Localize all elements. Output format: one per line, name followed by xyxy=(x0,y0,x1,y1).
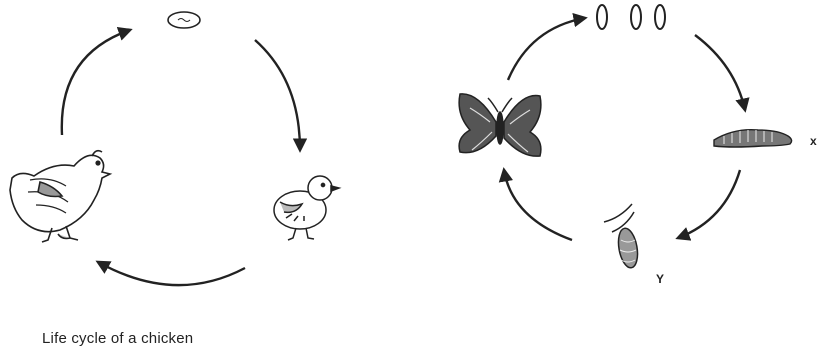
butterfly-cycle xyxy=(504,18,745,240)
caption-chicken-life-cycle: Life cycle of a chicken xyxy=(42,330,193,347)
label-y: Y xyxy=(656,272,664,286)
egg-icon xyxy=(168,12,200,28)
arrow-egg-to-chick xyxy=(255,40,300,150)
arrow-hen-to-egg xyxy=(62,30,130,135)
arrow-eggs-to-caterpillar xyxy=(695,35,745,110)
arrow-pupa-to-butterfly xyxy=(504,170,572,240)
pupa-icon xyxy=(604,204,640,269)
chick-icon xyxy=(274,176,339,240)
butterfly-icon xyxy=(459,94,541,156)
eggs-icon xyxy=(597,5,665,29)
arrow-caterpillar-to-pupa xyxy=(678,170,740,238)
arrow-butterfly-to-eggs xyxy=(508,18,585,80)
caterpillar-icon xyxy=(714,130,792,147)
hen-icon xyxy=(10,151,110,242)
label-x: x xyxy=(810,134,817,148)
arrow-chick-to-hen xyxy=(98,262,245,285)
